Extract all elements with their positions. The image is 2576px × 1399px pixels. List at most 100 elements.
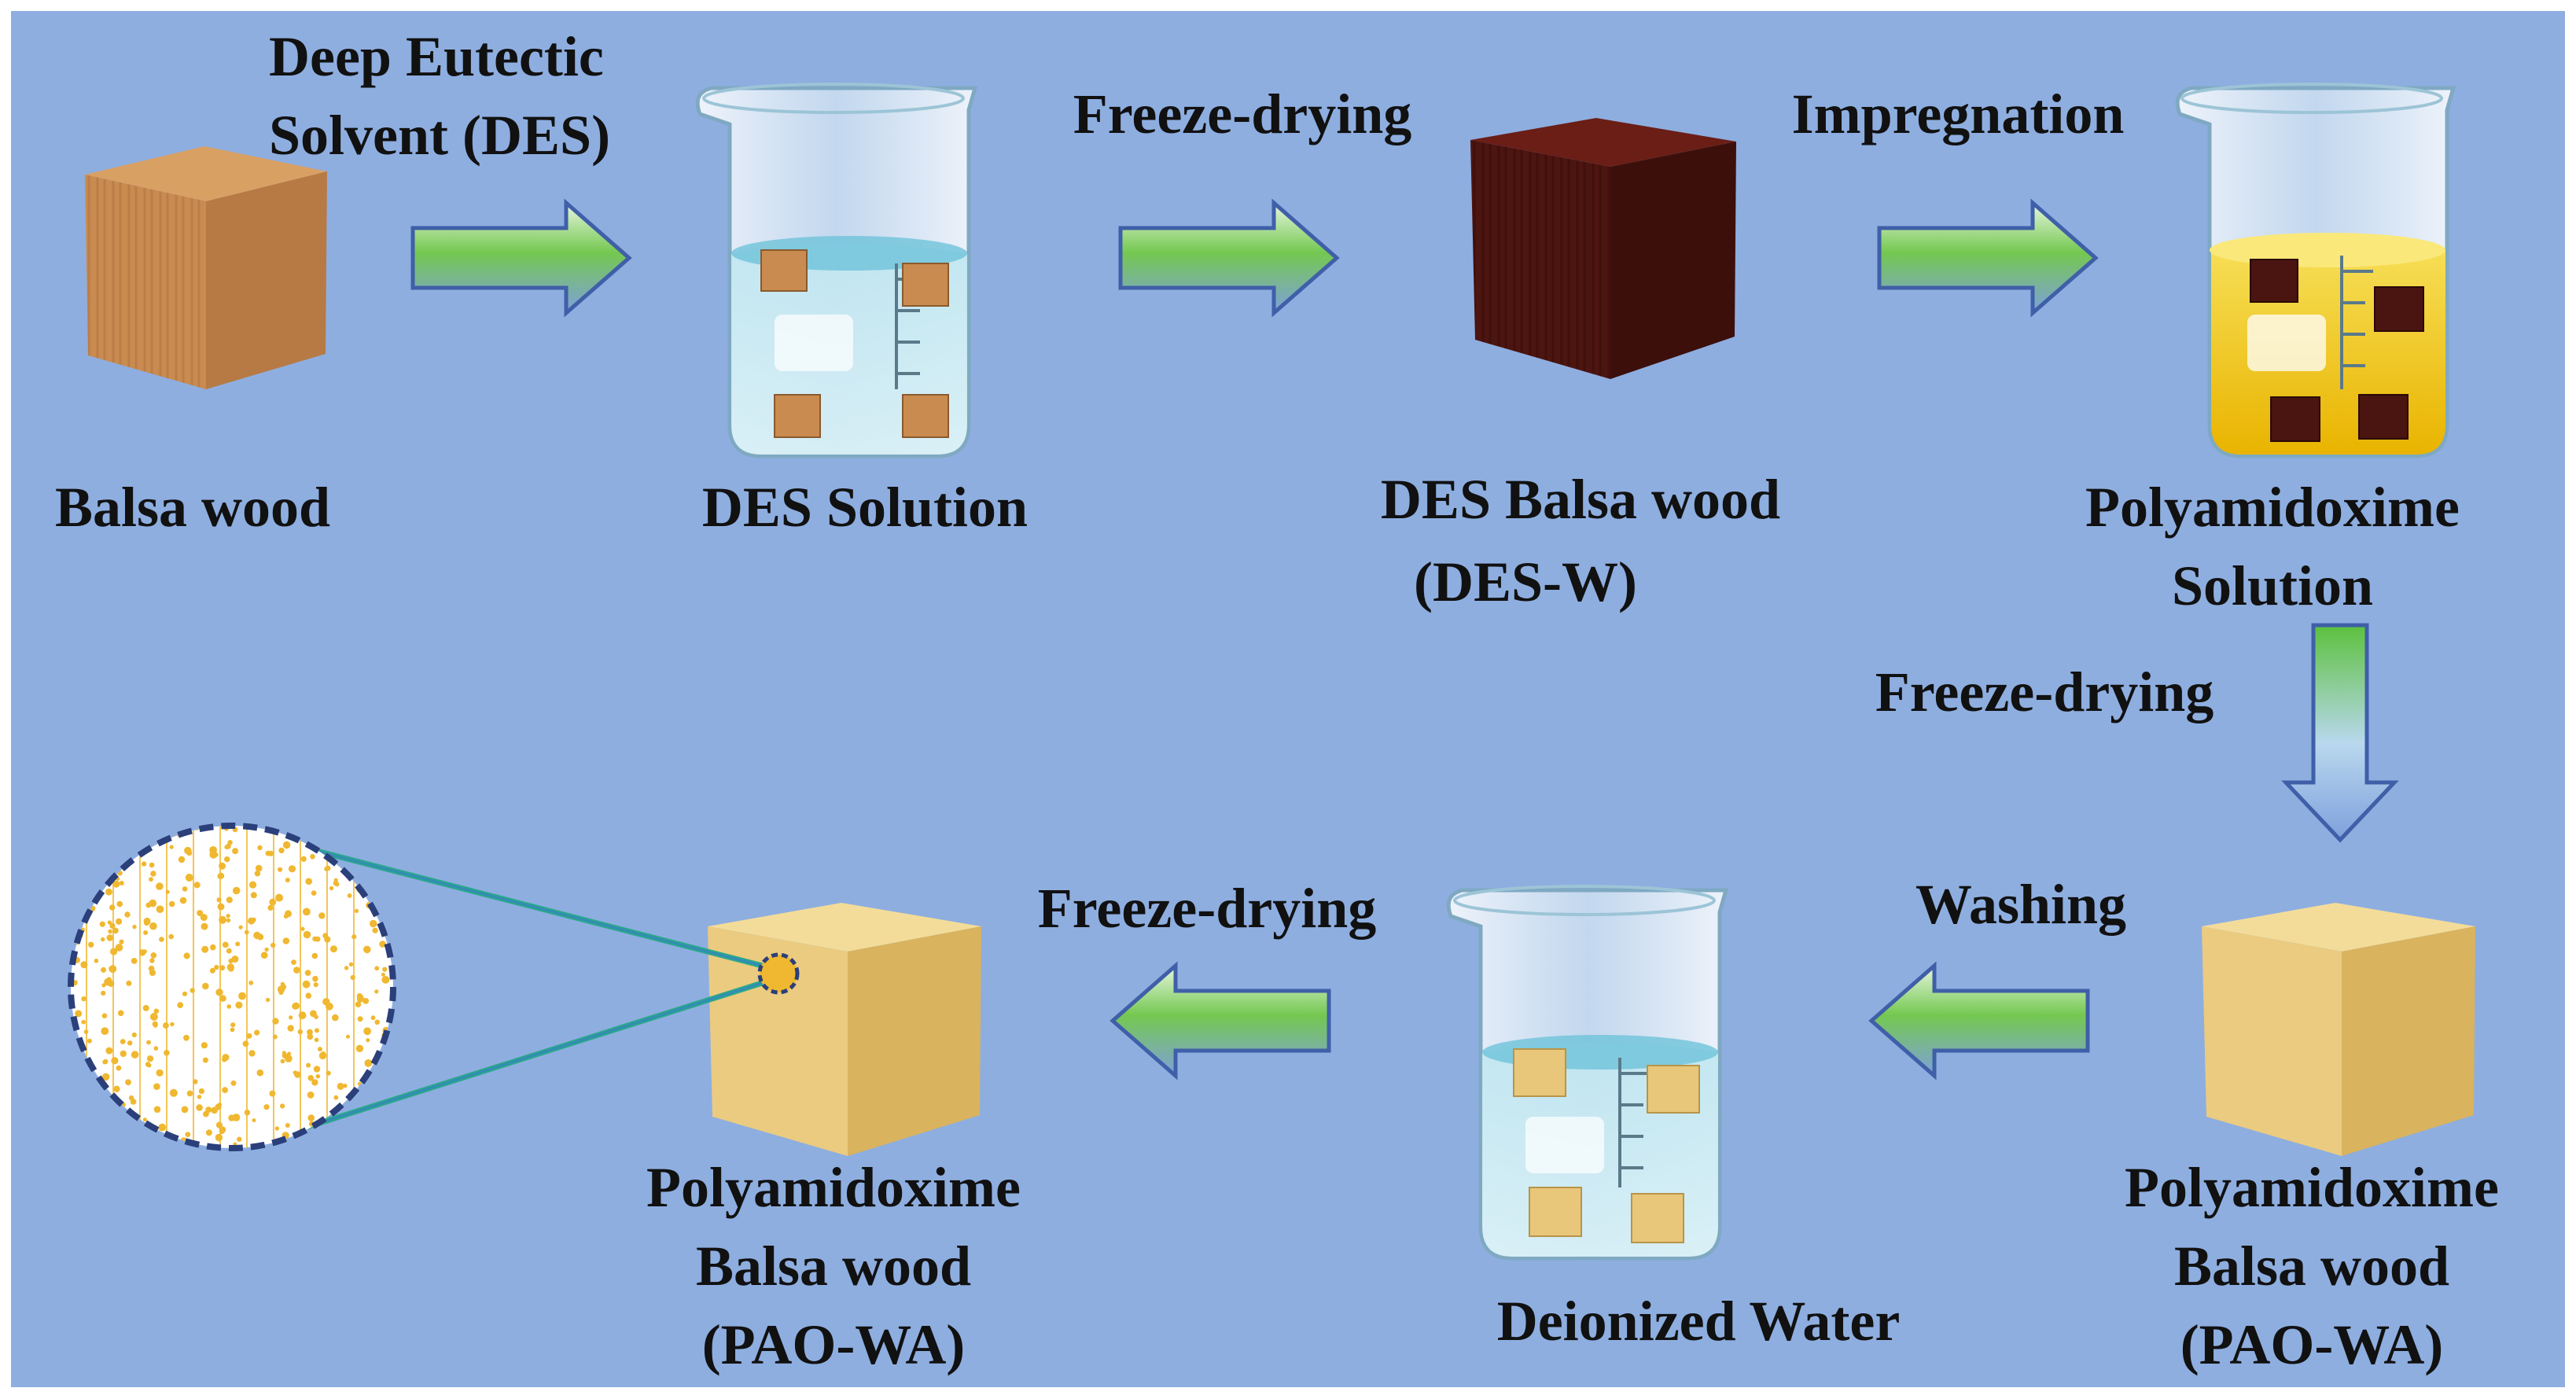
zoom-dot bbox=[200, 914, 208, 922]
zoom-dot bbox=[313, 1066, 321, 1073]
zoom-dot bbox=[278, 867, 283, 872]
zoom-dot bbox=[116, 900, 123, 908]
zoom-dot bbox=[109, 922, 116, 929]
zoom-dot bbox=[222, 941, 229, 948]
zoom-dot bbox=[198, 1088, 204, 1095]
zoom-dot bbox=[227, 965, 234, 972]
zoom-dot bbox=[101, 937, 105, 942]
zoom-dot bbox=[235, 941, 241, 947]
zoom-dot bbox=[230, 1022, 236, 1028]
zoom-dot bbox=[253, 931, 261, 940]
zoom-dot bbox=[153, 1008, 160, 1014]
zoom-dot bbox=[215, 989, 223, 996]
zoom-dot bbox=[149, 958, 155, 963]
zoom-dot bbox=[318, 1047, 322, 1052]
zoom-dot bbox=[215, 1121, 223, 1128]
zoom-dot bbox=[267, 904, 274, 911]
pao-balsa-wood-cube-left-icon bbox=[708, 903, 981, 1156]
zoom-dot bbox=[363, 945, 371, 954]
zoom-dot bbox=[343, 1084, 348, 1088]
zoom-dot bbox=[185, 874, 193, 882]
stage-label-des-balsa-line2: (DES-W) bbox=[1414, 550, 1637, 613]
balsa-wood-cube-icon bbox=[85, 146, 327, 389]
zoom-dot bbox=[252, 1118, 256, 1123]
zoom-spot-icon bbox=[757, 952, 800, 995]
zoom-dot bbox=[120, 1039, 126, 1044]
zoom-dot bbox=[307, 1092, 315, 1099]
zoom-dot bbox=[201, 945, 209, 953]
zoom-dot bbox=[156, 1069, 164, 1077]
deionized-water-beaker-icon bbox=[1446, 885, 1729, 1261]
zoom-dot bbox=[238, 925, 243, 930]
zoom-dot bbox=[143, 930, 149, 935]
zoom-dot bbox=[81, 1019, 86, 1025]
zoom-dot bbox=[146, 1055, 154, 1062]
zoom-dot bbox=[224, 856, 230, 863]
zoom-dot bbox=[300, 856, 307, 862]
zoom-dot bbox=[226, 948, 232, 954]
zoom-dot bbox=[269, 1090, 276, 1097]
zoom-dot bbox=[101, 1027, 109, 1035]
zoom-dot bbox=[315, 1028, 319, 1033]
zoom-dot bbox=[149, 862, 155, 868]
zoom-dot bbox=[197, 910, 204, 917]
zoom-dot bbox=[305, 878, 313, 885]
stage-label-pao-wood-left-line2: Balsa wood bbox=[695, 1235, 972, 1298]
zoom-dot bbox=[362, 998, 370, 1004]
zoom-dot bbox=[251, 917, 256, 922]
zoom-dot bbox=[116, 918, 123, 925]
zoom-dot bbox=[322, 998, 330, 1006]
zoom-dot bbox=[351, 934, 357, 940]
zoom-dot bbox=[266, 997, 270, 1003]
zoom-dot bbox=[270, 942, 276, 948]
zoom-dot bbox=[356, 995, 364, 1003]
zoom-dot bbox=[178, 856, 186, 863]
zoom-dot bbox=[307, 1114, 315, 1121]
stage-label-pao-wood-left-line3: (PAO-WA) bbox=[701, 1313, 966, 1376]
zoom-dot bbox=[185, 1132, 191, 1137]
zoom-dot bbox=[226, 1004, 232, 1009]
zoom-dot bbox=[232, 886, 241, 895]
zoom-dot bbox=[196, 1104, 203, 1111]
zoom-dot bbox=[282, 841, 291, 849]
zoom-dot bbox=[231, 955, 239, 963]
stage-label-pao-wood-right-line3: (PAO-WA) bbox=[2180, 1313, 2444, 1376]
zoom-dot bbox=[300, 926, 305, 931]
zoom-dot bbox=[197, 1095, 202, 1099]
zoom-dot bbox=[278, 847, 285, 854]
zoom-dot bbox=[219, 1128, 225, 1135]
zoom-dot bbox=[169, 1088, 178, 1097]
zoom-dot bbox=[348, 962, 354, 967]
zoom-dot bbox=[168, 933, 174, 940]
zoom-dot bbox=[205, 1106, 212, 1114]
zoom-dot bbox=[109, 904, 116, 911]
zoom-dot bbox=[280, 1058, 285, 1064]
zoom-dot bbox=[332, 1014, 339, 1022]
zoom-dot bbox=[88, 941, 94, 948]
zoom-dot bbox=[310, 854, 315, 860]
zoom-dot bbox=[149, 1013, 158, 1021]
zoom-dot bbox=[272, 1034, 278, 1040]
zoom-dot bbox=[224, 845, 230, 849]
zoom-dot bbox=[285, 1123, 290, 1128]
zoom-dot bbox=[153, 1046, 159, 1051]
zoom-dot bbox=[101, 1073, 110, 1081]
zoom-dot bbox=[149, 877, 153, 882]
arrow-right-2-icon bbox=[1118, 198, 1340, 318]
zoom-dot bbox=[287, 1051, 292, 1056]
zoom-dot bbox=[217, 903, 225, 911]
zoom-dot bbox=[254, 1029, 260, 1036]
zoom-dot bbox=[294, 1071, 301, 1078]
zoom-dot bbox=[307, 1075, 315, 1081]
zoom-dot bbox=[130, 1099, 137, 1105]
zoom-dot bbox=[311, 890, 317, 896]
zoom-dot bbox=[142, 1004, 149, 1011]
zoom-dot bbox=[227, 840, 233, 845]
zoom-dot bbox=[86, 1038, 92, 1044]
zoom-dot bbox=[126, 980, 132, 986]
zoom-dot bbox=[183, 1034, 190, 1041]
zoom-dot bbox=[235, 1001, 243, 1009]
zoom-dot bbox=[230, 1027, 235, 1033]
zoom-dot bbox=[249, 881, 257, 889]
zoom-dot bbox=[119, 881, 124, 885]
